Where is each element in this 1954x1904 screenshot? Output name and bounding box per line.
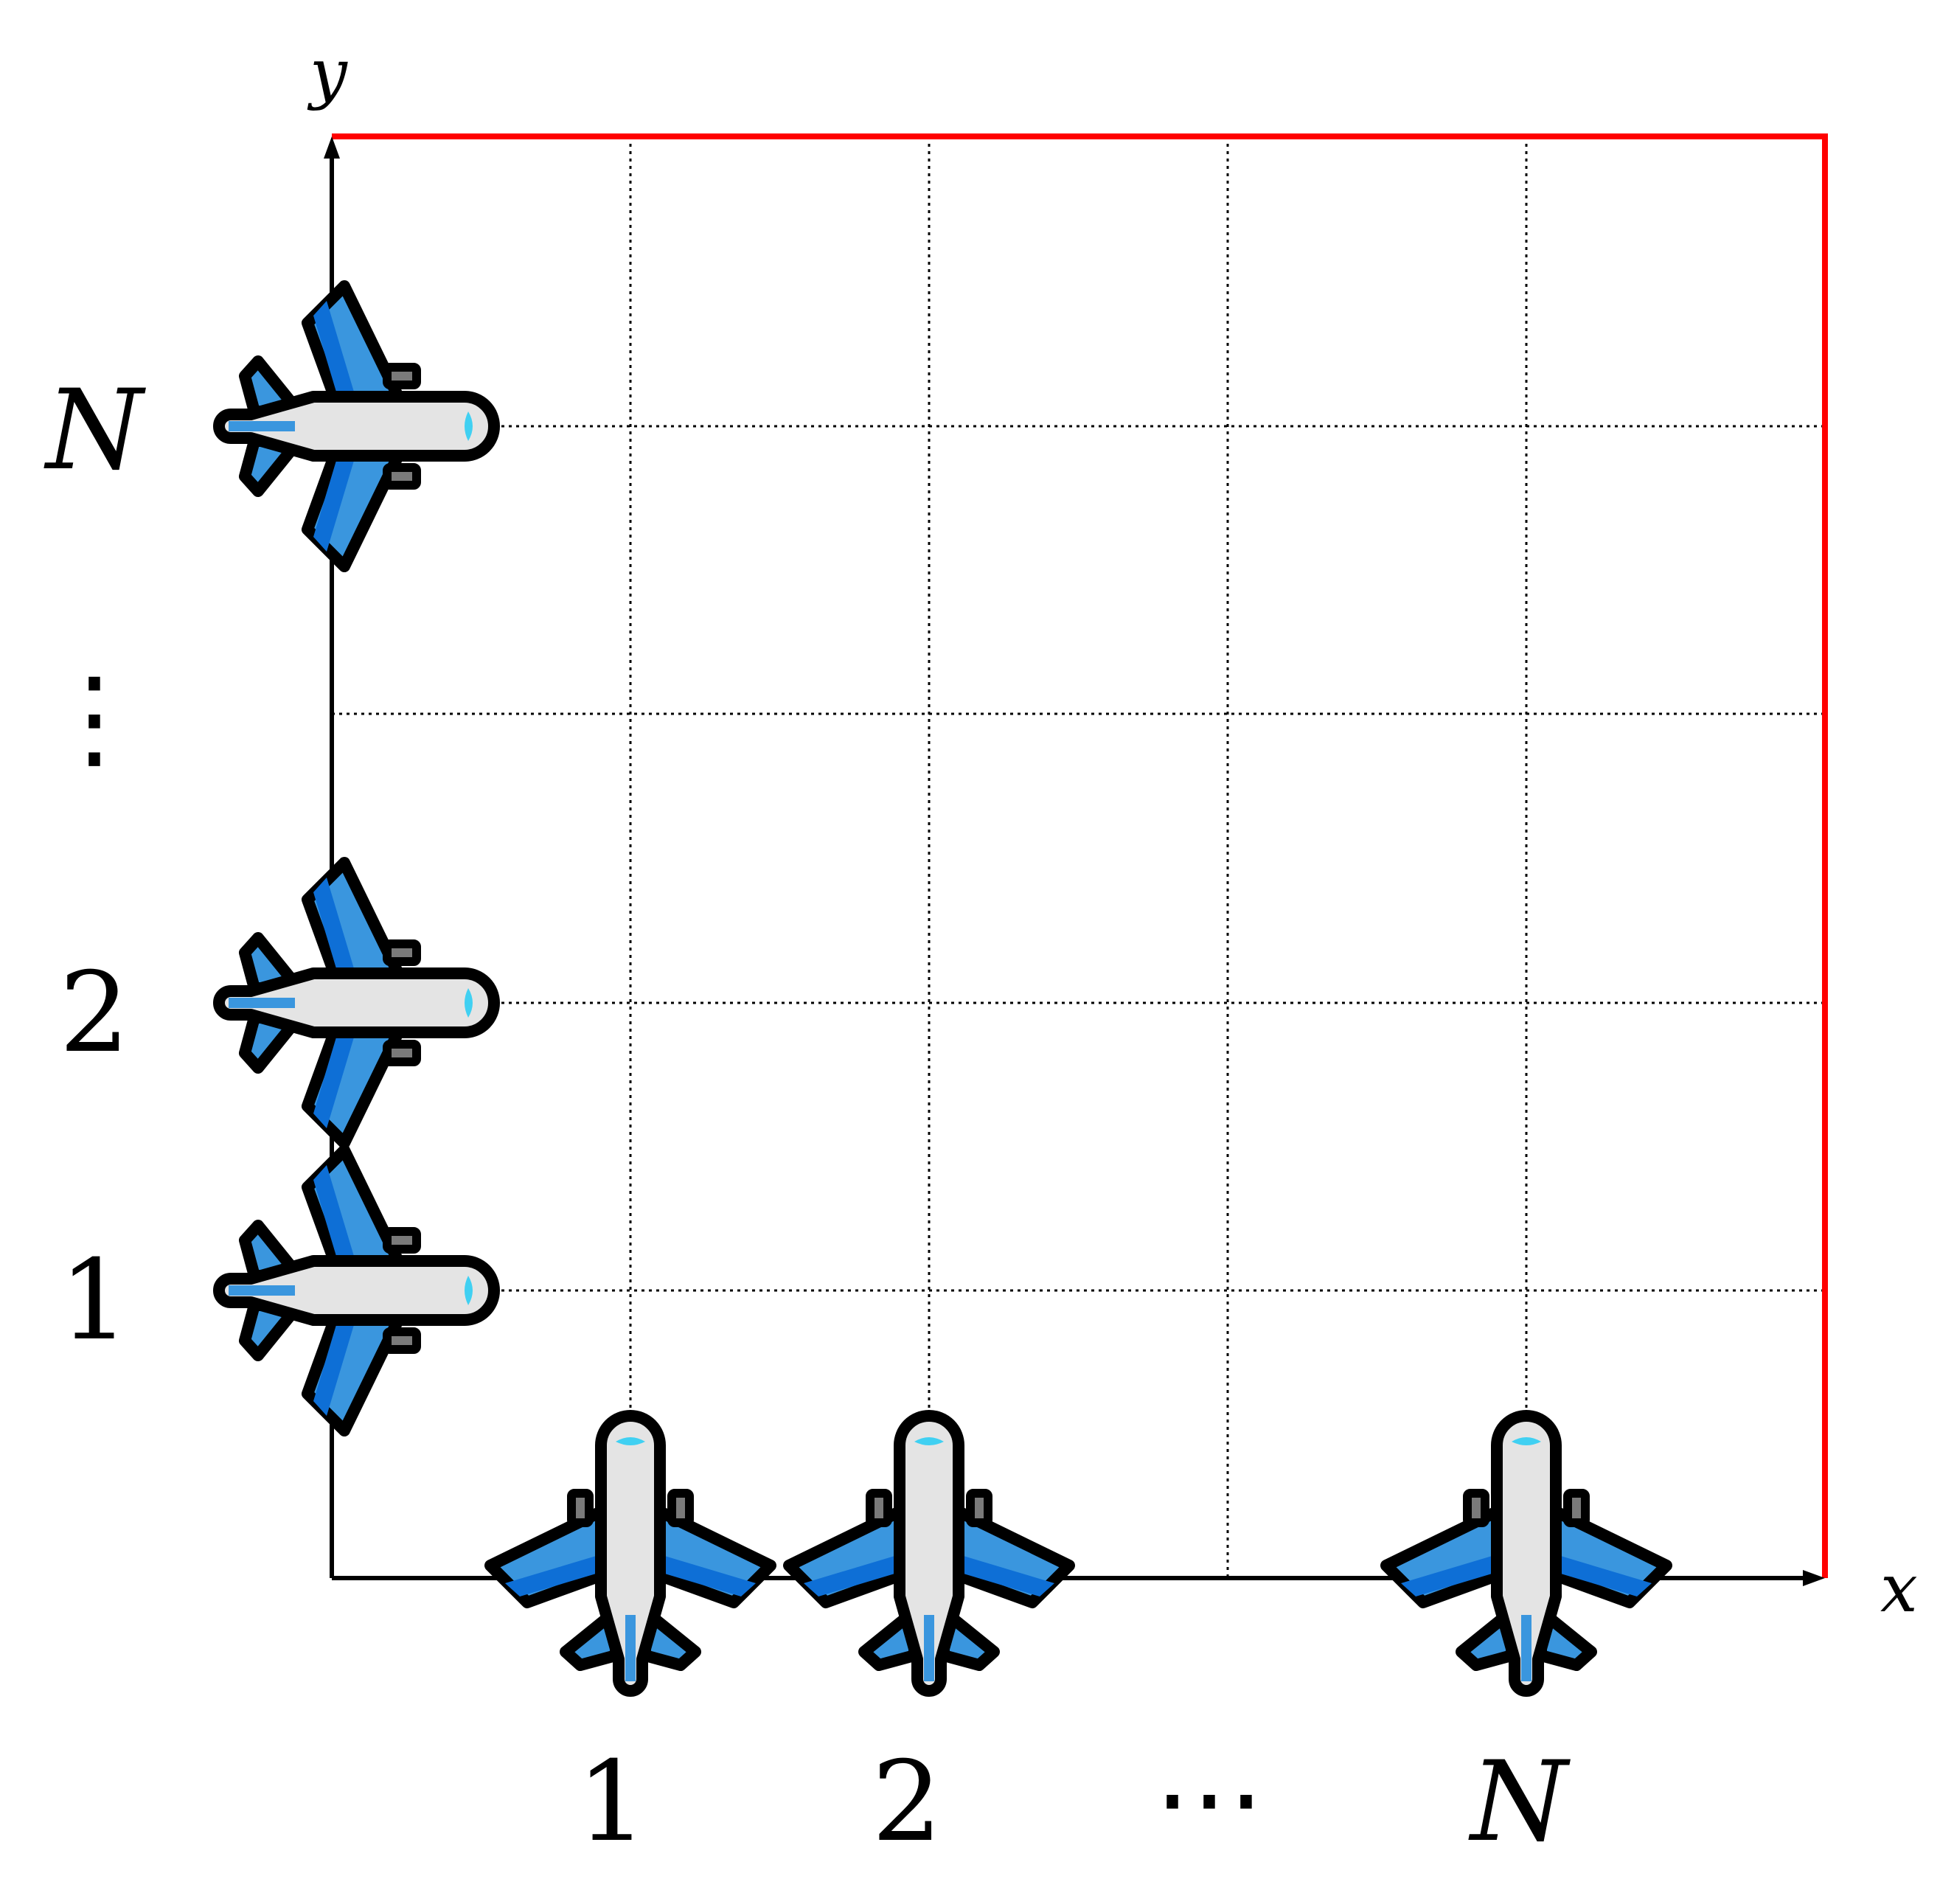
x-axis-label: x (1880, 1550, 1918, 1627)
y-axis-arrowhead (324, 136, 340, 159)
x-label-1: 1 (577, 1738, 647, 1866)
airplane-icon (490, 1416, 771, 1691)
y-label-ellipsis: ⋮ (39, 654, 150, 782)
airplane-icon (219, 1150, 494, 1431)
y-axis-label: y (307, 35, 348, 112)
airplane-icon (219, 286, 494, 566)
x-label-2: 2 (872, 1738, 942, 1866)
y-label-1: 1 (59, 1237, 129, 1365)
airspace-boundary (332, 133, 1828, 1578)
airplane-icon (1386, 1416, 1666, 1691)
x-label-ellipsis: ⋯ (1154, 1734, 1265, 1863)
x-axis-arrowhead (1803, 1570, 1825, 1586)
x-label-n: N (1468, 1738, 1571, 1866)
grid (332, 136, 1825, 1578)
airplane-icon (789, 1416, 1069, 1691)
y-label-n: N (44, 366, 146, 495)
y-label-2: 2 (59, 949, 129, 1077)
axes (330, 147, 1812, 1580)
airplane-icon (219, 863, 494, 1143)
